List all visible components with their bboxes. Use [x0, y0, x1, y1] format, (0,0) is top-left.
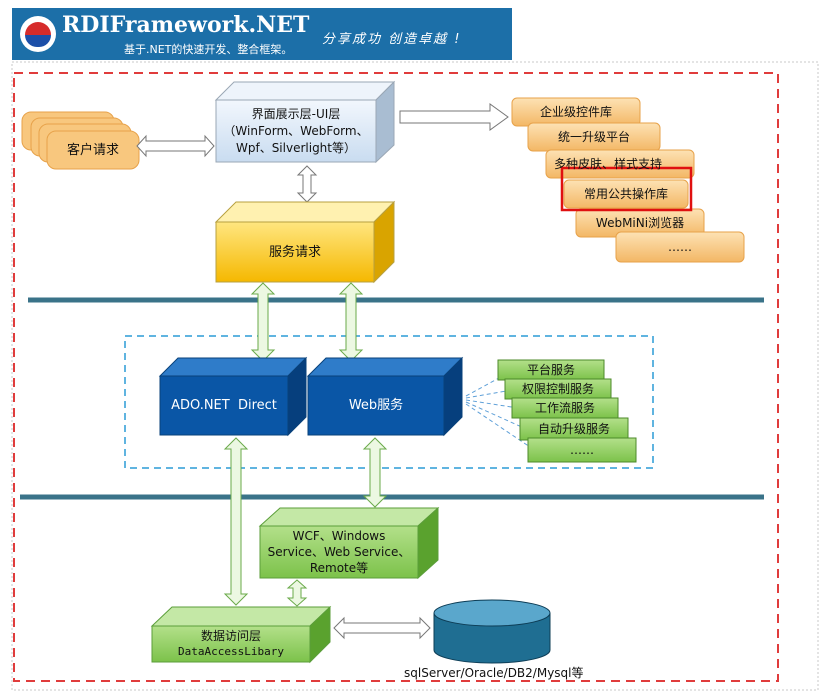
- web-service-box: [307, 375, 445, 436]
- header-title: RDIFramework.NET: [62, 12, 310, 38]
- client-request-label: 客户请求: [66, 142, 119, 158]
- middle-tier-boundary: [124, 335, 654, 469]
- outer-frame: [11, 61, 819, 691]
- feature-item: WebMiNi浏览器: [595, 215, 685, 230]
- ado-net-label: ADO.NET Direct: [171, 398, 277, 413]
- wcf-box: [259, 525, 419, 579]
- header-subtitle: 基于.NET的快速开发、整合框架。: [124, 43, 293, 56]
- header-slogan: 分享成功 创造卓越 !: [322, 32, 462, 47]
- logo-icon: [20, 16, 56, 52]
- data-access-box: [151, 625, 311, 663]
- service-web-arrow: [338, 282, 364, 362]
- service-request-label: 服务请求: [268, 244, 321, 260]
- data-access-label: 数据访问层 DataAccessLibary: [152, 626, 310, 662]
- highlight-box: [560, 166, 693, 212]
- wcf-dataaccess-arrow: [286, 579, 308, 607]
- wcf-line2: Service、Web Service、: [267, 545, 411, 559]
- features-stack: [511, 97, 745, 263]
- platform-service-item: ……: [570, 442, 594, 457]
- web-wcf-arrow: [362, 437, 388, 508]
- ui-layer-line1: 界面展示层-UI层: [251, 106, 341, 121]
- service-ado-arrow: [250, 282, 276, 362]
- service-fan-lines: [465, 371, 531, 448]
- feature-item: 企业级控件库: [539, 104, 612, 119]
- database-label: sqlServer/Oracle/DB2/Mysql等: [404, 666, 584, 680]
- web-service-label: Web服务: [348, 398, 404, 413]
- client-ui-arrow: [136, 134, 215, 158]
- ui-layer-line2: （WinForm、WebForm、: [223, 123, 369, 138]
- service-request-box: [215, 221, 375, 283]
- ado-dataaccess-arrow: [223, 437, 249, 606]
- ado-net-box: [159, 375, 289, 436]
- platform-service-item: 自动升级服务: [537, 421, 610, 436]
- dataaccess-db-arrow: [333, 616, 431, 640]
- client-stack: [21, 111, 140, 170]
- data-access-line2: DataAccessLibary: [178, 645, 284, 658]
- header-banner: RDIFramework.NET 基于.NET的快速开发、整合框架。 分享成功 …: [12, 8, 512, 60]
- platform-services-stack: [497, 359, 637, 463]
- feature-item: ……: [668, 239, 692, 254]
- database-icon: [433, 599, 551, 664]
- ui-service-arrow: [296, 165, 318, 203]
- feature-item: 常用公共操作库: [583, 186, 668, 201]
- ui-layer-line3: Wpf、Silverlight等）: [235, 140, 356, 155]
- feature-item: 多种皮肤、样式支持: [554, 156, 663, 171]
- ui-layer-box: [215, 99, 377, 163]
- wcf-line3: Remote等: [309, 561, 369, 575]
- ui-layer-label: 界面展示层-UI层 （WinForm、WebForm、 Wpf、Silverli…: [216, 100, 376, 162]
- system-boundary: [13, 72, 779, 682]
- ui-features-arrow: [399, 103, 509, 131]
- wcf-line1: WCF、Windows: [292, 529, 386, 543]
- platform-service-item: 权限控制服务: [521, 381, 594, 396]
- platform-service-item: 平台服务: [526, 362, 575, 377]
- feature-item: 统一升级平台: [557, 129, 630, 144]
- data-access-line1: 数据访问层: [200, 629, 261, 643]
- wcf-label: WCF、Windows Service、Web Service、 Remote等: [260, 526, 418, 578]
- platform-service-item: 工作流服务: [534, 400, 595, 415]
